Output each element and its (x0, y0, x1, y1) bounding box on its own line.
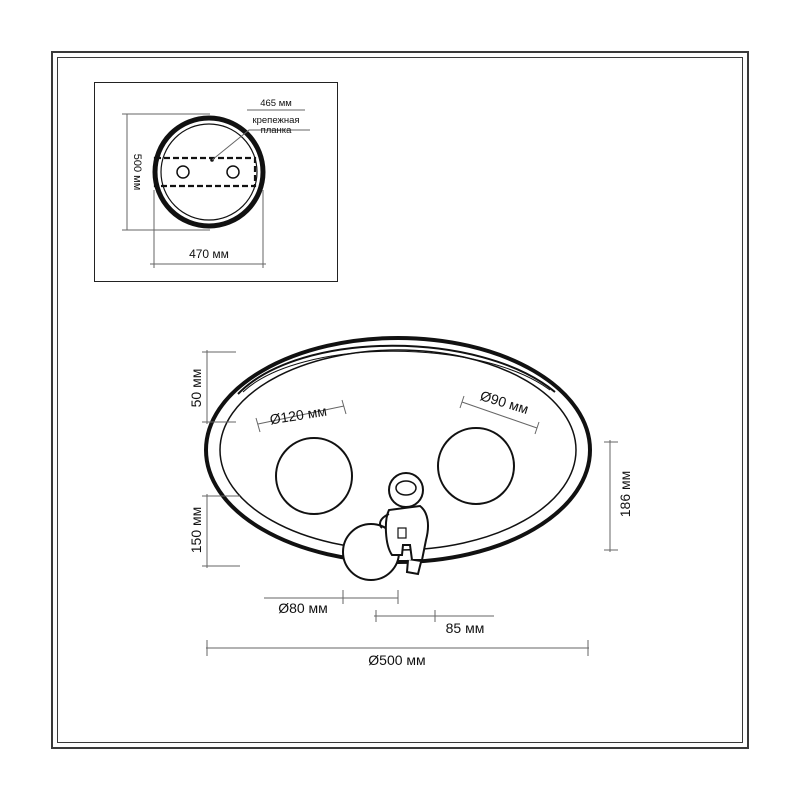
astronaut-body (384, 504, 429, 561)
top-view-inset-box (94, 82, 338, 282)
large-globe-dim-line (257, 405, 345, 425)
astronaut-arm (379, 513, 390, 529)
mount-hole-left (176, 165, 190, 179)
mount-hole-right (226, 165, 240, 179)
top-view-inset: 465 мм крепежная планка 500 мм 470 мм (122, 98, 310, 268)
main-view: Ø120 мм Ø90 мм 50 мм 150 мм 186 мм Ø80 м… (188, 336, 633, 668)
base-plate-inner-edge (242, 350, 551, 393)
large-globe (275, 437, 353, 515)
small-globe (437, 427, 515, 505)
depth-label: 50 мм (188, 369, 204, 408)
mount-width-label: 465 мм (260, 98, 292, 109)
mount-plate-label-1: крепежная (252, 115, 299, 126)
astronaut-pack (397, 527, 407, 539)
offset-label: 85 мм (446, 620, 485, 636)
outer-frame (51, 51, 749, 749)
astronaut-boot (405, 559, 422, 576)
large-globe-label: Ø120 мм (269, 403, 328, 428)
astronaut-helmet (388, 472, 424, 508)
small-globe-dim-line (461, 401, 538, 429)
large-globe-dim-tick-left (255, 417, 261, 433)
mount-plate (153, 156, 257, 188)
diameter-label: Ø500 мм (368, 652, 425, 668)
small-globe-dim-tick-left (459, 395, 465, 409)
mount-plate-label-2: планка (261, 125, 293, 136)
lamp-outline-top (152, 115, 266, 229)
small-globe-label: Ø90 мм (478, 387, 530, 417)
base-plate-edge (237, 344, 556, 395)
inset-height-label: 500 мм (131, 154, 143, 191)
height-label: 186 мм (617, 471, 633, 518)
lamp-inner-ring-top (160, 123, 258, 221)
inner-frame (57, 57, 743, 743)
large-globe-dim-tick-right (341, 399, 347, 415)
inset-width-label: 470 мм (189, 247, 229, 261)
mount-plate-leader (211, 129, 310, 161)
small-globe-dim-tick-right (534, 421, 540, 435)
astronaut-figure (379, 472, 429, 576)
drop-label: 150 мм (188, 507, 204, 554)
moon-label: Ø80 мм (278, 600, 328, 616)
astronaut-visor (395, 480, 417, 496)
